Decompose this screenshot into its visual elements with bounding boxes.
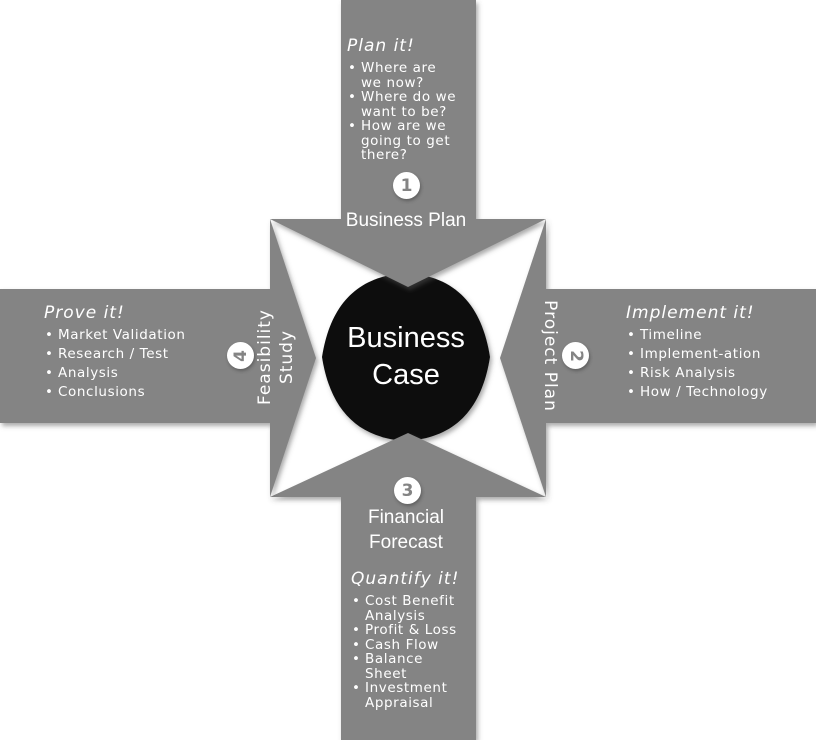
number-badge-2: 2	[562, 342, 589, 369]
top-heading: Plan it!	[347, 36, 415, 56]
list-item: How / Technology	[626, 385, 768, 400]
right-heading: Implement it!	[626, 303, 755, 323]
list-item: Market Validation	[44, 328, 186, 343]
list-item: Analysis	[44, 366, 186, 381]
top-bullet-list: Where are we now? Where do we want to be…	[347, 61, 456, 163]
badge-3-number: 3	[401, 480, 414, 501]
list-item: Cost Benefit Analysis	[351, 594, 459, 623]
bottom-axis-label: Financial Forecast	[367, 507, 445, 554]
bottom-arm-text: Quantify it! Cost Benefit Analysis Profi…	[351, 569, 459, 710]
list-item: Risk Analysis	[626, 366, 768, 381]
top-axis-label: Business Plan	[345, 210, 467, 231]
list-item: Conclusions	[44, 385, 186, 400]
badge-2-number: 2	[565, 349, 586, 362]
list-item: How are we going to get there?	[347, 119, 456, 163]
center-blob-shape	[322, 273, 490, 441]
bottom-arrow-shape	[270, 433, 546, 740]
badge-1-number: 1	[400, 175, 413, 196]
left-arm-text: Prove it! Market Validation Research / T…	[44, 303, 186, 404]
left-heading: Prove it!	[44, 303, 125, 323]
number-badge-3: 3	[394, 477, 421, 504]
number-badge-1: 1	[393, 172, 420, 199]
number-badge-4: 4	[227, 342, 254, 369]
right-axis-label: Project Plan	[540, 300, 561, 412]
list-item: Research / Test	[44, 347, 186, 362]
list-item: Investment Appraisal	[351, 681, 459, 710]
list-item: Where do we want to be?	[347, 90, 456, 119]
badge-4-number: 4	[230, 349, 251, 362]
list-item: Balance Sheet	[351, 652, 459, 681]
bottom-heading: Quantify it!	[351, 569, 460, 589]
center-title: Business Case	[347, 321, 465, 391]
left-axis-label: Feasibility Study	[254, 309, 297, 405]
list-item: Where are we now?	[347, 61, 456, 90]
right-bullet-list: Timeline Implement-ation Risk Analysis H…	[626, 328, 768, 400]
list-item: Timeline	[626, 328, 768, 343]
left-bullet-list: Market Validation Research / Test Analys…	[44, 328, 186, 400]
right-arm-text: Implement it! Timeline Implement-ation R…	[626, 303, 768, 404]
list-item: Profit & Loss	[351, 623, 459, 638]
list-item: Cash Flow	[351, 637, 459, 653]
top-arm-text: Plan it! Where are we now? Where do we w…	[347, 36, 456, 163]
bottom-bullet-list: Cost Benefit Analysis Profit & Loss Cash…	[351, 594, 459, 710]
list-item: Implement-ation	[626, 347, 768, 362]
